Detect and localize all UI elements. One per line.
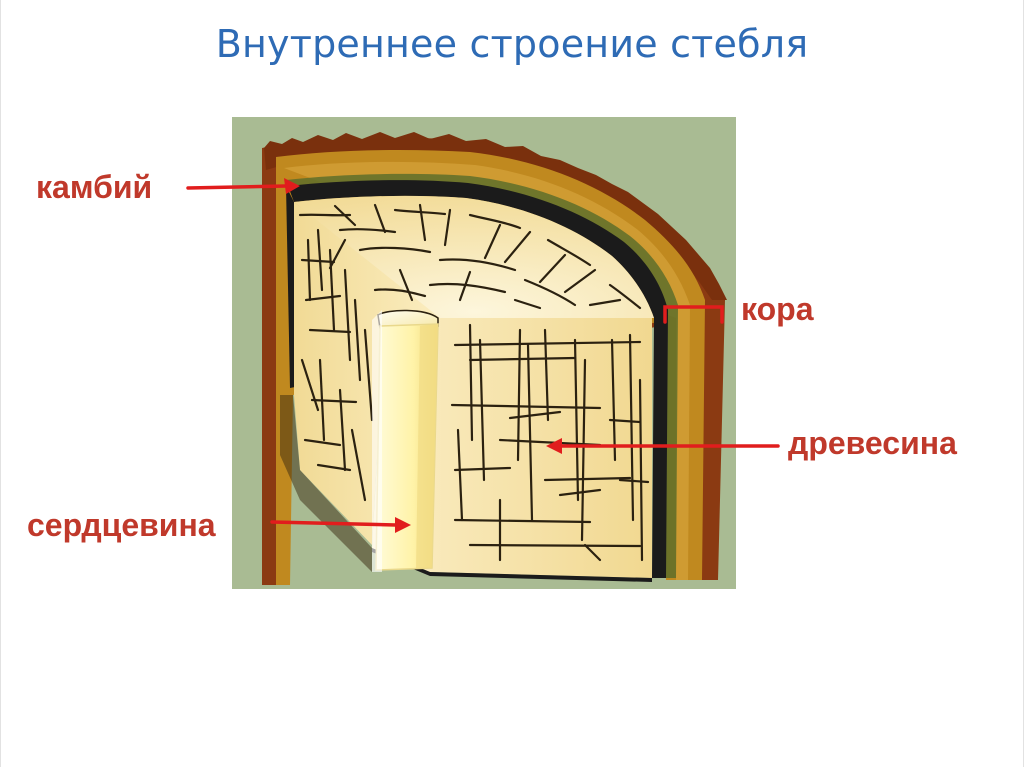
label-cambium: камбий <box>36 169 152 206</box>
label-wood: древесина <box>788 425 957 462</box>
label-pith: сердцевина <box>27 507 216 544</box>
label-bark: кора <box>741 291 813 328</box>
cambium-arrow <box>188 186 286 188</box>
pith-glow <box>372 310 382 572</box>
